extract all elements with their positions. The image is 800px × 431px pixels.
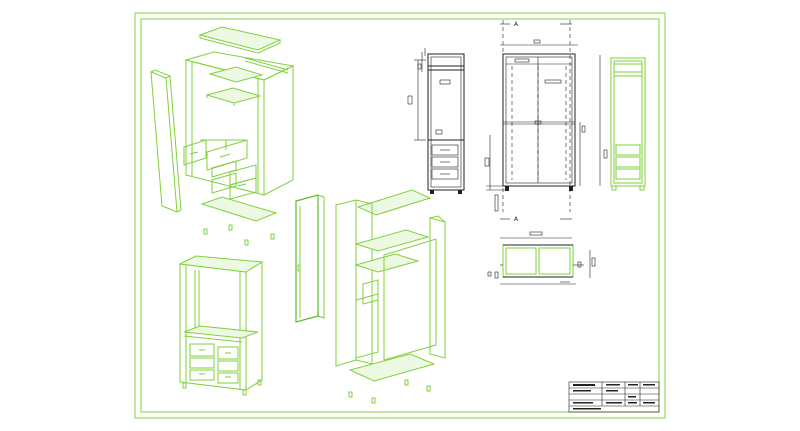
drawer-mid — [211, 160, 237, 178]
foot — [182, 382, 187, 389]
drawer — [189, 343, 215, 357]
section-mark-label-bottom: A — [514, 216, 519, 223]
bottom-panel — [200, 196, 278, 222]
drawer — [217, 372, 239, 384]
foot — [426, 385, 431, 392]
drawer-right-low — [229, 177, 257, 200]
carcass-front — [185, 59, 265, 196]
drawer-low — [211, 172, 237, 194]
foot — [228, 224, 233, 231]
drawer — [189, 369, 215, 381]
section-mark-label: A — [514, 21, 519, 28]
side-elevation — [610, 57, 646, 191]
base-panel-right — [348, 353, 436, 382]
foot — [270, 233, 275, 240]
foot — [404, 379, 409, 386]
top-panel — [198, 26, 282, 51]
title-block — [568, 381, 660, 413]
exploded-view-right — [295, 189, 446, 404]
front-elevation: A A — [484, 20, 608, 223]
exploded-view-top-left — [150, 26, 295, 246]
drawer — [217, 346, 239, 360]
plan-view — [487, 231, 596, 285]
shelf-mid — [205, 87, 262, 104]
foot — [242, 389, 247, 396]
front-door-right — [383, 238, 437, 361]
shelf-right-top — [354, 229, 430, 252]
foot — [244, 239, 249, 246]
carcass-side — [263, 65, 294, 196]
drawer-left-top — [183, 139, 207, 166]
assembled-view — [178, 255, 264, 396]
shelf-right-mid — [354, 253, 420, 273]
foot — [348, 391, 353, 398]
inner-border — [140, 18, 660, 413]
foot — [203, 228, 208, 235]
drawer-right-top — [206, 139, 248, 171]
section-view — [407, 48, 465, 194]
side-door — [295, 194, 319, 323]
outer-border — [134, 12, 666, 419]
top-panel-right — [356, 189, 432, 216]
drawer — [217, 360, 239, 372]
shelf-top — [208, 66, 264, 83]
drawer — [189, 357, 215, 369]
foot — [371, 397, 376, 404]
left-door — [150, 71, 178, 213]
foot — [257, 379, 262, 386]
drawer-right-box — [355, 293, 379, 359]
carcass-side-right — [335, 199, 357, 367]
